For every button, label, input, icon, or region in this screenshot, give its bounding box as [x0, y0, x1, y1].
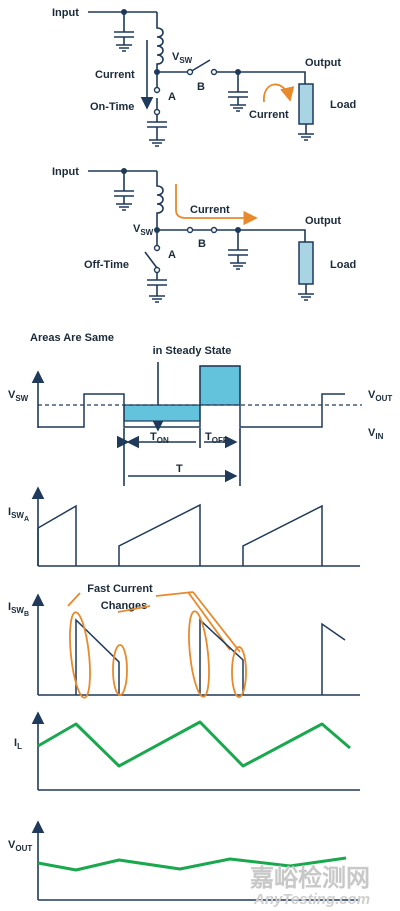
current-arrow-load [263, 83, 295, 103]
il-waveform-panel: IL [14, 711, 360, 791]
il-label: IL [14, 737, 22, 751]
watermark-cn: 嘉峪检测网 [250, 864, 370, 892]
input-label-top: Input [52, 7, 79, 19]
inductor-top [156, 12, 164, 72]
vsw-label-top: VSW [172, 51, 193, 65]
vsw-waveform-panel: Areas Are Same in Steady State VSW VOUT … [8, 332, 392, 486]
vsw-axis-label: VSW [8, 389, 29, 403]
off-time-label: Off-Time [84, 259, 129, 271]
current-arrow-bottom [175, 184, 258, 226]
fast-change-callout-lines [67, 591, 241, 653]
output-capacitor-top [228, 72, 248, 112]
switch-a-contact [153, 244, 161, 252]
vout-right-label: VOUT [368, 389, 392, 403]
circuit-off-time: Input VSW B Output Load A Off-Time Curre… [52, 166, 356, 303]
switch-b-contact [186, 226, 194, 234]
load-bottom [298, 241, 314, 285]
load-ground-bottom [298, 284, 314, 301]
inductor-bottom [156, 171, 164, 230]
iswa-label: ISWA [8, 506, 29, 523]
switch-capacitor-bottom [147, 279, 167, 303]
iswa-waveform-panel: ISWA [8, 486, 360, 567]
switch-b-bottom [157, 229, 306, 242]
node-a-label-bottom: A [168, 249, 176, 261]
switch-b-contact [210, 226, 218, 234]
node-a-label-top: A [168, 91, 176, 103]
iswb-label: ISWB [8, 601, 29, 618]
vsw-label-bottom: VSW [133, 223, 154, 237]
input-capacitor-bottom [114, 171, 134, 211]
switch-a-contact [153, 86, 161, 94]
vout-signal [37, 856, 347, 872]
fast-changes-label-1: Fast Current [87, 583, 153, 595]
iswb-waveform-panel: Fast Current Changes ISWB [8, 583, 360, 699]
switch-capacitor-top [147, 121, 167, 147]
node-b-label-top: B [197, 81, 205, 93]
vsw-signal [38, 365, 345, 428]
fast-change-ellipse [112, 644, 128, 696]
load-label-top: Load [330, 99, 356, 111]
fast-change-ellipse [69, 611, 91, 699]
load-label-bottom: Load [330, 259, 356, 271]
toff-label: TOFF [205, 431, 228, 445]
switch-a-contact [153, 266, 161, 274]
vout-waveform-panel: VOUT [8, 820, 360, 901]
input-capacitor-top [114, 12, 134, 52]
load-ground-top [298, 124, 314, 141]
load-top [298, 83, 314, 125]
current-label-right: Current [249, 109, 289, 121]
output-label-bottom: Output [305, 215, 341, 227]
watermark-en: AnyTesting.com [253, 891, 370, 908]
output-capacitor-bottom [228, 230, 248, 270]
circuit-on-time: Input B VSW Output Load A Current On-Tim… [52, 7, 356, 147]
areas-same-label-2: in Steady State [153, 345, 232, 357]
output-label-top: Output [305, 57, 341, 69]
il-signal [37, 720, 351, 768]
current-label-left: Current [95, 69, 135, 81]
current-label-bottom: Current [190, 204, 230, 216]
iswa-signal [37, 503, 323, 566]
node-b-label-bottom: B [198, 238, 206, 250]
area-on-time [123, 404, 201, 422]
period-label: T [176, 463, 183, 475]
vout-label: VOUT [8, 839, 32, 853]
area-off-time [199, 365, 241, 406]
switch-b-contact [186, 68, 194, 76]
ton-label: TON [150, 431, 169, 445]
switch-b-contact [210, 68, 218, 76]
vin-label: VIN [368, 427, 384, 441]
switch-a-contact [153, 108, 161, 116]
iswb-signal [75, 618, 346, 695]
on-time-label: On-Time [90, 101, 134, 113]
areas-same-label-1: Areas Are Same [30, 332, 114, 344]
fast-change-ellipse [188, 610, 210, 698]
input-label-bottom: Input [52, 166, 79, 178]
fast-change-ellipse [231, 646, 247, 698]
